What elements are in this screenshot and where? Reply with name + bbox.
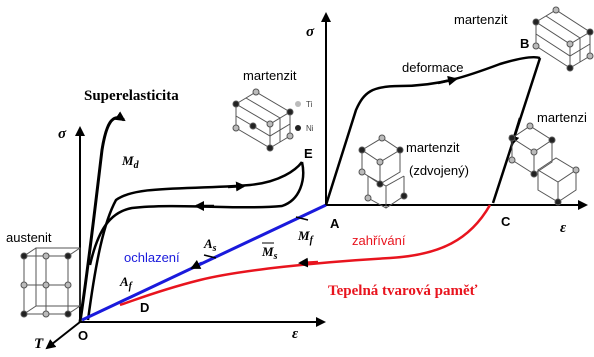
martensite-twinned-lattice-icon [358,134,408,209]
left-epsilon-label: ε [292,326,299,342]
superelasticity-title: Superelasticita [84,88,179,104]
martensite-lattice-left-icon [232,88,294,152]
heating-arrow [298,257,319,268]
deformation-label: deformace [402,60,463,75]
ni-legend-dot [295,125,301,131]
shape-memory-label: Tepelná tvarová paměť [328,283,478,299]
deformation-loading-curve [324,56,541,206]
martensite-twinned-sublabel: (zdvojený) [409,163,469,178]
cooling-line [81,203,327,322]
point-b: B [520,36,529,51]
cooling-label: ochlazení [124,250,180,265]
point-c: C [501,214,511,229]
temperature-axis [45,321,81,350]
martensite-right-label: martenzi [537,110,587,125]
md-stress-line [78,111,126,323]
loading-arrow [227,181,246,192]
temperature-label: T [34,336,44,352]
mf-label: Mf [297,228,315,246]
cooling-arrow [190,259,203,270]
md-label: Md [121,153,140,171]
ms-label: Ms [261,244,278,262]
heating-label: zahřívání [352,233,406,248]
austenite-lattice-icon [20,247,81,318]
austenite-label: austenit [6,230,52,245]
ti-legend-dot [295,101,301,107]
mf-tick [295,216,309,221]
as-label: As [203,236,217,254]
deformation-arrow [437,75,458,86]
martensite-left-label: martenzit [243,68,297,83]
martensite-lattice-right-icon [508,122,580,206]
martensite-top-label: martenzit [454,12,508,27]
af-label: Af [119,274,134,292]
point-a: A [330,216,340,231]
point-d: D [140,300,149,315]
martensite-lattice-top-icon [532,6,594,72]
ti-legend-label: Ti [306,100,313,109]
left-sigma-label: σ [58,126,67,142]
ni-legend-label: Ni [306,124,314,133]
martensite-twinned-label: martenzit [406,140,460,155]
superelastic-loading-curve [86,161,303,321]
point-e: E [304,146,313,161]
right-sigma-label: σ [306,24,315,40]
right-epsilon-label: ε [560,220,567,236]
point-o: O [78,328,88,343]
as-tick [203,254,217,259]
